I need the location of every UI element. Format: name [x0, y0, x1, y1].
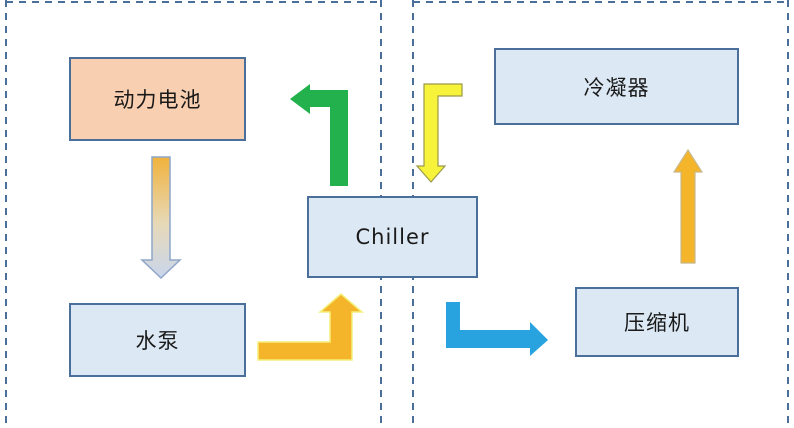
node-pump: 水泵: [69, 303, 246, 377]
node-pump-label: 水泵: [135, 329, 180, 353]
arrow-battery-to-pump: [140, 156, 182, 280]
node-condenser: 冷凝器: [494, 48, 739, 125]
node-chiller: Chiller: [307, 196, 478, 278]
arrow-chiller-to-battery: [290, 84, 348, 186]
node-chiller-label: Chiller: [355, 225, 430, 249]
arrow-pump-to-chiller: [257, 293, 365, 361]
node-condenser-label: 冷凝器: [583, 75, 650, 100]
node-compressor: 压缩机: [575, 287, 739, 357]
node-compressor-label: 压缩机: [624, 311, 690, 335]
node-battery-label: 动力电池: [113, 88, 202, 112]
arrow-chiller-to-compressor: [446, 302, 548, 356]
arrow-condenser-to-chiller: [415, 83, 463, 183]
arrow-compressor-to-condenser: [672, 148, 704, 264]
node-battery: 动力电池: [69, 57, 246, 141]
